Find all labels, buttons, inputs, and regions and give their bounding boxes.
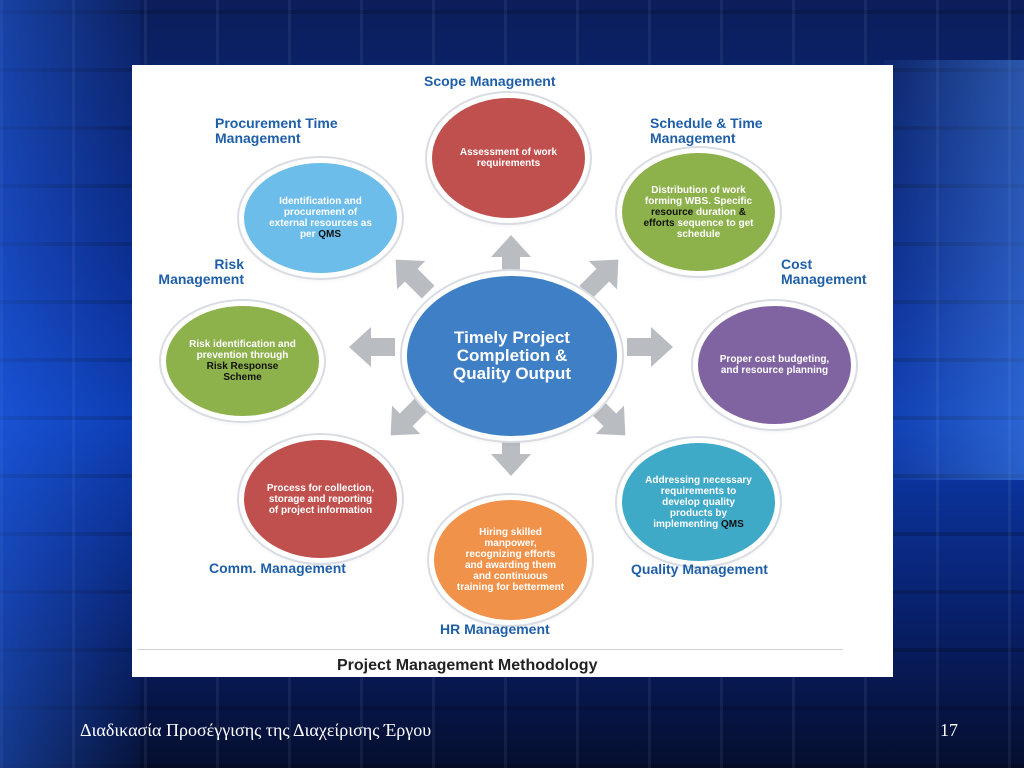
- center-text: Timely Project Completion & Quality Outp…: [452, 328, 572, 383]
- quality-text-part: QMS: [721, 518, 744, 530]
- cost-text-part: Proper cost budgeting, and resource plan…: [719, 354, 830, 376]
- risk-text: Risk identification and prevention throu…: [187, 339, 297, 383]
- direction-arrow: [627, 327, 673, 367]
- comm-text-part: Process for collection, storage and repo…: [266, 482, 375, 516]
- schedule-text-part: sequence to get schedule: [674, 217, 754, 240]
- schedule-text-part: duration: [693, 206, 739, 218]
- hr-text: Hiring skilled manpower, recognizing eff…: [455, 527, 565, 593]
- hr-label: HR Management: [440, 621, 550, 637]
- procurement-text: Identification and procurement of extern…: [265, 196, 375, 240]
- slide-number: 17: [940, 720, 958, 740]
- risk-circle: Risk identification and prevention throu…: [166, 306, 319, 416]
- comm-text: Process for collection, storage and repo…: [265, 483, 375, 516]
- cost-text: Proper cost budgeting, and resource plan…: [719, 354, 829, 376]
- risk-text-part: Risk identification and prevention throu…: [189, 339, 296, 361]
- direction-arrow: [491, 235, 531, 281]
- quality-text-part: Addressing necessary requirements to dev…: [645, 474, 752, 530]
- schedule-label: Schedule & Time Management: [650, 115, 763, 146]
- direction-arrow: [579, 259, 619, 299]
- direction-arrow: [586, 396, 626, 436]
- schedule-text-part: Distribution of work forming WBS. Specif…: [644, 184, 753, 207]
- quality-circle: Addressing necessary requirements to dev…: [622, 443, 775, 561]
- procurement-circle: Identification and procurement of extern…: [244, 163, 397, 273]
- background-glow-right: [884, 60, 1024, 480]
- diagram-caption: Project Management Methodology: [337, 657, 598, 674]
- slide-title: Διαδικασία Προσέγγισης της Διαχείρισης Έ…: [80, 720, 432, 740]
- hr-circle: Hiring skilled manpower, recognizing eff…: [434, 500, 587, 620]
- scope-label: Scope Management: [424, 73, 556, 89]
- background-glow-left: [0, 0, 140, 768]
- schedule-text-part: efforts: [643, 217, 675, 229]
- arrows-layer: [349, 235, 673, 476]
- schedule-circle: Distribution of work forming WBS. Specif…: [622, 153, 775, 271]
- comm-label: Comm. Management: [209, 560, 346, 576]
- procurement-text-part: QMS: [318, 229, 342, 240]
- quality-label: Quality Management: [631, 561, 768, 577]
- procurement-label: Procurement Time Management: [215, 115, 338, 146]
- direction-arrow: [491, 430, 531, 476]
- caption-divider: [137, 649, 843, 650]
- center-circle: Timely Project Completion & Quality Outp…: [407, 276, 617, 436]
- schedule-text-part: resource: [650, 206, 694, 218]
- direction-arrow: [395, 259, 435, 299]
- scope-text-part: Assessment of work requirements: [459, 147, 558, 169]
- risk-label: Risk Management: [158, 256, 244, 287]
- quality-text: Addressing necessary requirements to dev…: [643, 475, 753, 530]
- direction-arrow: [390, 396, 430, 436]
- scope-text: Assessment of work requirements: [453, 147, 563, 169]
- comm-circle: Process for collection, storage and repo…: [244, 440, 397, 558]
- procurement-text-part: Identification and procurement of extern…: [269, 196, 372, 240]
- hr-text-part: Hiring skilled manpower, recognizing eff…: [456, 527, 565, 593]
- direction-arrow: [349, 327, 395, 367]
- cost-circle: Proper cost budgeting, and resource plan…: [698, 306, 851, 424]
- schedule-text: Distribution of work forming WBS. Specif…: [643, 185, 753, 240]
- cost-label: Cost Management: [781, 256, 867, 287]
- scope-circle: Assessment of work requirements: [432, 98, 585, 218]
- risk-text-part: Risk Response Scheme: [206, 361, 279, 383]
- diagram-panel: Timely Project Completion & Quality Outp…: [132, 65, 893, 677]
- schedule-text-part: &: [738, 206, 747, 218]
